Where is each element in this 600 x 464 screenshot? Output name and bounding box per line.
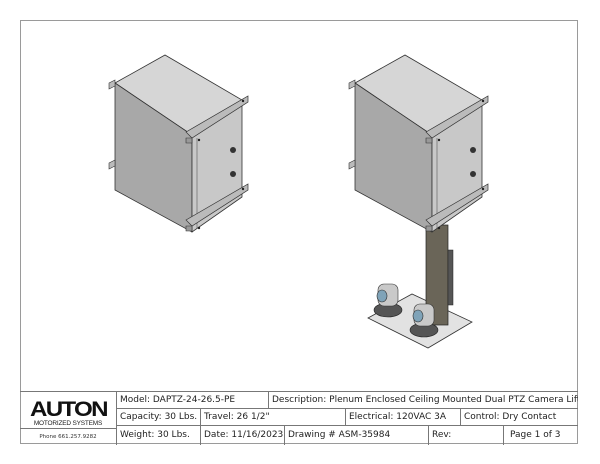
drawing-border <box>20 20 578 444</box>
weight-field: Weight: 30 Lbs. <box>116 426 200 445</box>
rev-field: Rev: <box>428 426 503 445</box>
date-field: Date: 11/16/2023 <box>200 426 284 445</box>
page-field: Page 1 of 3 <box>503 426 578 445</box>
company-logo: AUTON MOTORIZED SYSTEMS Phone 661.257.92… <box>20 392 116 445</box>
control-field: Control: Dry Contact <box>460 409 578 426</box>
brand-tagline: MOTORIZED SYSTEMS <box>33 420 103 427</box>
brand-name: AUTON <box>29 398 109 421</box>
description-field: Description: Plenum Enclosed Ceiling Mou… <box>268 392 578 409</box>
ptz-camera <box>373 283 403 318</box>
enclosure-view-right-with-lift <box>348 54 489 349</box>
drawing-number-field: Drawing # ASM-35984 <box>284 426 428 445</box>
travel-field: Travel: 26 1/2" <box>200 409 345 426</box>
electrical-field: Electrical: 120VAC 3A <box>345 409 460 426</box>
model-field: Model: DAPTZ-24-26.5-PE <box>116 392 268 409</box>
ptz-camera <box>409 303 439 338</box>
enclosure-view-left <box>108 54 249 233</box>
capacity-field: Capacity: 30 Lbs. <box>116 409 200 426</box>
company-phone: Phone 661.257.9282 <box>20 428 116 446</box>
title-block: AUTON MOTORIZED SYSTEMS Phone 661.257.92… <box>20 391 578 445</box>
